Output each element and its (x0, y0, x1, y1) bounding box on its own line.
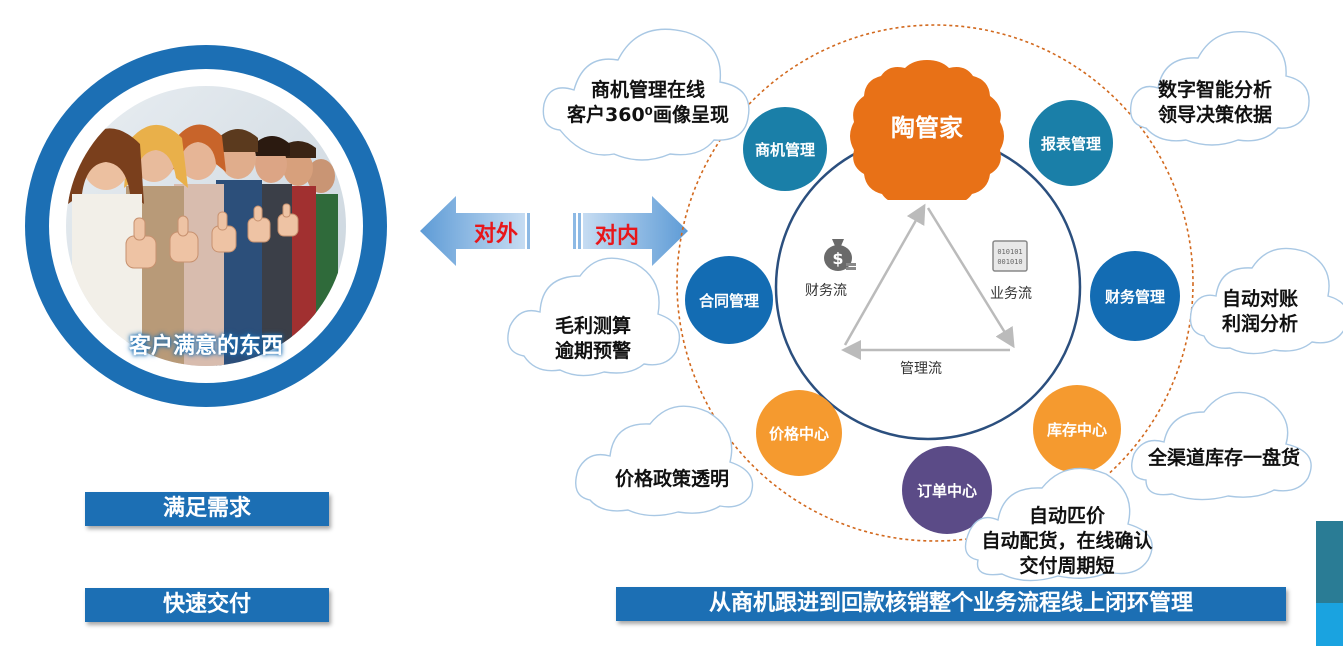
cloud-report (1129, 31, 1310, 146)
portrait-caption: 客户满意的东西 (128, 334, 283, 359)
node-contract: 合同管理 (685, 256, 773, 344)
node-report: 报表管理 (1029, 100, 1113, 186)
edge-strip-teal (1316, 521, 1343, 603)
cloud-inventory-text: 全渠道库存一盘货 (1138, 446, 1310, 471)
inner-label: 对内 (594, 224, 639, 249)
inner-arrow (573, 196, 688, 266)
cloud-report-line-1: 数字智能分析 (1157, 79, 1272, 101)
cloud-order-text: 自动匹价 自动配货，在线确认 交付周期短 (972, 504, 1162, 579)
fast-delivery-bar: 快速交付 (85, 588, 329, 622)
cloud-finance-line-2: 利润分析 (1221, 313, 1298, 335)
business-flow-line (926, 207, 1015, 349)
node-inventory: 库存中心 (1033, 385, 1121, 473)
business-flow-label: 业务流 (990, 286, 1032, 302)
outer-arrow (420, 196, 530, 266)
cloud-order-line-2: 自动配货，在线确认 (981, 530, 1153, 552)
cloud-inventory-line-1: 全渠道库存一盘货 (1147, 447, 1300, 469)
outer-label: 对外 (473, 222, 518, 247)
cloud-report-line-2: 领导决策依据 (1157, 104, 1272, 126)
cloud-price (575, 405, 754, 517)
cloud-price-text: 价格政策透明 (592, 467, 752, 492)
data-monitor-icon: 010101 001010 (992, 240, 1028, 272)
finance-flow-label: 财务流 (805, 283, 847, 299)
cloud-order-line-3: 交付周期短 (1019, 555, 1115, 577)
closed-loop-banner: 从商机跟进到回款核销整个业务流程线上闭环管理 (616, 587, 1286, 621)
management-flow-label: 管理流 (900, 361, 942, 377)
node-finance: 财务管理 (1090, 251, 1180, 341)
outer-dashed-ring (676, 24, 1194, 542)
arrows-graphic (420, 196, 688, 266)
cloud-order-line-1: 自动匹价 (1028, 505, 1105, 527)
hub-shape (850, 60, 1004, 200)
meet-needs-bar: 满足需求 (85, 492, 329, 526)
node-opportunity: 商机管理 (743, 107, 827, 191)
cloud-contract-text: 毛利测算 逾期预警 (518, 314, 668, 364)
node-order: 订单中心 (902, 446, 992, 534)
cloud-opportunity-line-2: 客户360⁰画像呈现 (567, 104, 729, 126)
cloud-report-text: 数字智能分析 领导决策依据 (1140, 78, 1290, 128)
cloud-finance (1189, 247, 1343, 355)
money-bag-icon: $ (824, 239, 856, 271)
cloud-contract (507, 257, 681, 377)
cloud-contract-line-1: 毛利测算 (554, 315, 631, 337)
cloud-opportunity-line-1: 商机管理在线 (590, 79, 705, 101)
svg-text:001010: 001010 (997, 258, 1022, 266)
cloud-opportunity (542, 28, 750, 161)
cloud-contract-line-2: 逾期预警 (554, 340, 631, 362)
cloud-finance-line-1: 自动对账 (1221, 288, 1298, 310)
cloud-inventory (1131, 391, 1312, 501)
svg-text:$: $ (832, 249, 843, 268)
finance-flow-line (843, 203, 926, 346)
cloud-opportunity-text: 商机管理在线 客户360⁰画像呈现 (548, 78, 748, 128)
cloud-finance-text: 自动对账 利润分析 (1190, 287, 1330, 337)
node-price: 价格中心 (756, 390, 842, 476)
cloud-order (964, 467, 1153, 582)
edge-strip-cyan (1316, 603, 1343, 646)
cloud-price-line-1: 价格政策透明 (614, 468, 729, 490)
svg-text:010101: 010101 (997, 248, 1022, 256)
hub-title: 陶管家 (891, 114, 963, 142)
